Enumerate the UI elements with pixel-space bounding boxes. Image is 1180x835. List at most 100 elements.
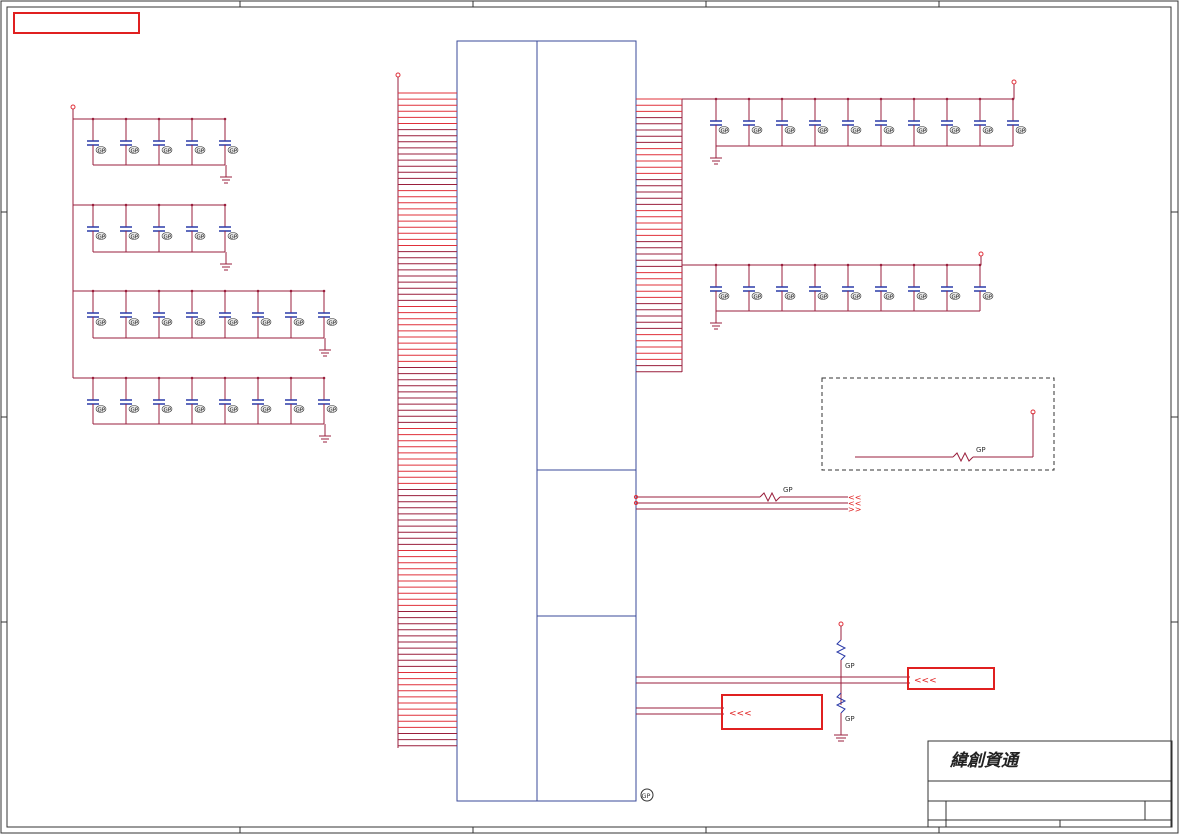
cap-label-badge xyxy=(128,318,140,326)
cap-label-badge xyxy=(227,232,239,240)
resistor-label-mid: GP xyxy=(783,486,793,494)
cap-label-badge xyxy=(883,292,895,300)
cap-label: GP xyxy=(886,128,894,134)
offpage-arrow-3: >> xyxy=(848,505,861,514)
cap-label-badge xyxy=(161,405,173,413)
gp-marker-text: GP xyxy=(642,792,651,800)
cap-label: GP xyxy=(886,294,894,300)
gp-marker-icon xyxy=(640,788,654,802)
cap-label-badge xyxy=(128,232,140,240)
cap-label: GP xyxy=(787,294,795,300)
cap-label: GP xyxy=(853,294,861,300)
cap-label: GP xyxy=(131,320,139,326)
cap-label: GP xyxy=(197,320,205,326)
cap-label-badge xyxy=(194,405,206,413)
cap-label: GP xyxy=(230,320,238,326)
ic-right-pins xyxy=(636,98,683,373)
cap-label: GP xyxy=(985,294,993,300)
cap-label-badge xyxy=(326,405,338,413)
cap-label-badge xyxy=(161,232,173,240)
cap-label-badge xyxy=(1015,126,1027,134)
cap-label-badge xyxy=(784,292,796,300)
cap-label: GP xyxy=(787,128,795,134)
power-pin-icon xyxy=(395,72,401,78)
cap-label: GP xyxy=(919,128,927,134)
cap-label: GP xyxy=(197,407,205,413)
power-pin-icon xyxy=(1011,79,1017,85)
cap-label-badge xyxy=(194,232,206,240)
cap-label: GP xyxy=(230,234,238,240)
net-arrow-right: <<< xyxy=(914,676,937,686)
resistor-label-pullup: GP xyxy=(845,662,855,670)
cap-label-badge xyxy=(260,405,272,413)
signal-group-mid xyxy=(633,491,848,510)
cap-label: GP xyxy=(164,407,172,413)
cap-label-badge xyxy=(227,146,239,154)
cap-label-badge xyxy=(95,318,107,326)
ic-left-pins xyxy=(395,72,457,748)
cap-label: GP xyxy=(131,234,139,240)
net-arrow-lower: <<< xyxy=(729,709,752,719)
cap-label: GP xyxy=(131,407,139,413)
cap-label-badge xyxy=(95,405,107,413)
cap-label: GP xyxy=(230,407,238,413)
cap-label: GP xyxy=(820,294,828,300)
cap-label-badge xyxy=(293,405,305,413)
cap-label-badge xyxy=(161,318,173,326)
cap-label: GP xyxy=(98,148,106,154)
cap-label: GP xyxy=(754,294,762,300)
cap-label-badge xyxy=(227,318,239,326)
cap-label-badge xyxy=(916,292,928,300)
cap-label: GP xyxy=(721,128,729,134)
signal-group-lower xyxy=(636,621,910,742)
cap-label-badge xyxy=(161,146,173,154)
dashed-region-circuit xyxy=(855,409,1036,463)
cap-label: GP xyxy=(919,294,927,300)
cap-label-badge xyxy=(95,146,107,154)
highlight-box-top-left xyxy=(13,12,140,34)
cap-label-badge xyxy=(817,126,829,134)
cap-label: GP xyxy=(296,407,304,413)
highlight-box-net-lower xyxy=(721,694,823,730)
cap-label: GP xyxy=(263,320,271,326)
cap-label: GP xyxy=(820,128,828,134)
cap-label: GP xyxy=(197,234,205,240)
company-name: 緯創資通 xyxy=(949,751,1021,771)
cap-label-badge xyxy=(194,318,206,326)
ic-body xyxy=(456,40,637,802)
cap-label-badge xyxy=(982,292,994,300)
cap-label-badge xyxy=(227,405,239,413)
cap-label-badge xyxy=(751,126,763,134)
cap-label: GP xyxy=(853,128,861,134)
cap-label: GP xyxy=(230,148,238,154)
dashed-option-region xyxy=(821,377,1055,471)
cap-label: GP xyxy=(329,407,337,413)
cap-label: GP xyxy=(164,148,172,154)
cap-label-badge xyxy=(128,405,140,413)
cap-label-badge xyxy=(260,318,272,326)
cap-label: GP xyxy=(131,148,139,154)
cap-label-badge xyxy=(883,126,895,134)
power-pin-icon xyxy=(978,251,984,257)
cap-label-badge xyxy=(293,318,305,326)
cap-label: GP xyxy=(263,407,271,413)
cap-label: GP xyxy=(985,128,993,134)
highlight-box-net-right xyxy=(907,667,995,690)
cap-label-badge xyxy=(949,126,961,134)
offpage-arrow-2: << xyxy=(848,499,861,508)
decoupling-capacitor-groups: GP GP GP GP GP GP GP GP GP GP GP GP GP GP GP GP GP GP GP GP… xyxy=(70,79,1027,443)
cap-label-badge xyxy=(916,126,928,134)
offpage-arrow-1: << xyxy=(848,493,861,502)
power-pin-icon xyxy=(70,104,76,110)
cap-label: GP xyxy=(952,294,960,300)
cap-label-badge xyxy=(194,146,206,154)
cap-label-badge xyxy=(718,126,730,134)
cap-label: GP xyxy=(1018,128,1026,134)
cap-label-badge xyxy=(128,146,140,154)
cap-label: GP xyxy=(296,320,304,326)
cap-label-badge xyxy=(850,292,862,300)
cap-label-badge xyxy=(817,292,829,300)
resistor-label-pulldown: GP xyxy=(845,715,855,723)
cap-label-badge xyxy=(784,126,796,134)
cap-label-badge xyxy=(326,318,338,326)
